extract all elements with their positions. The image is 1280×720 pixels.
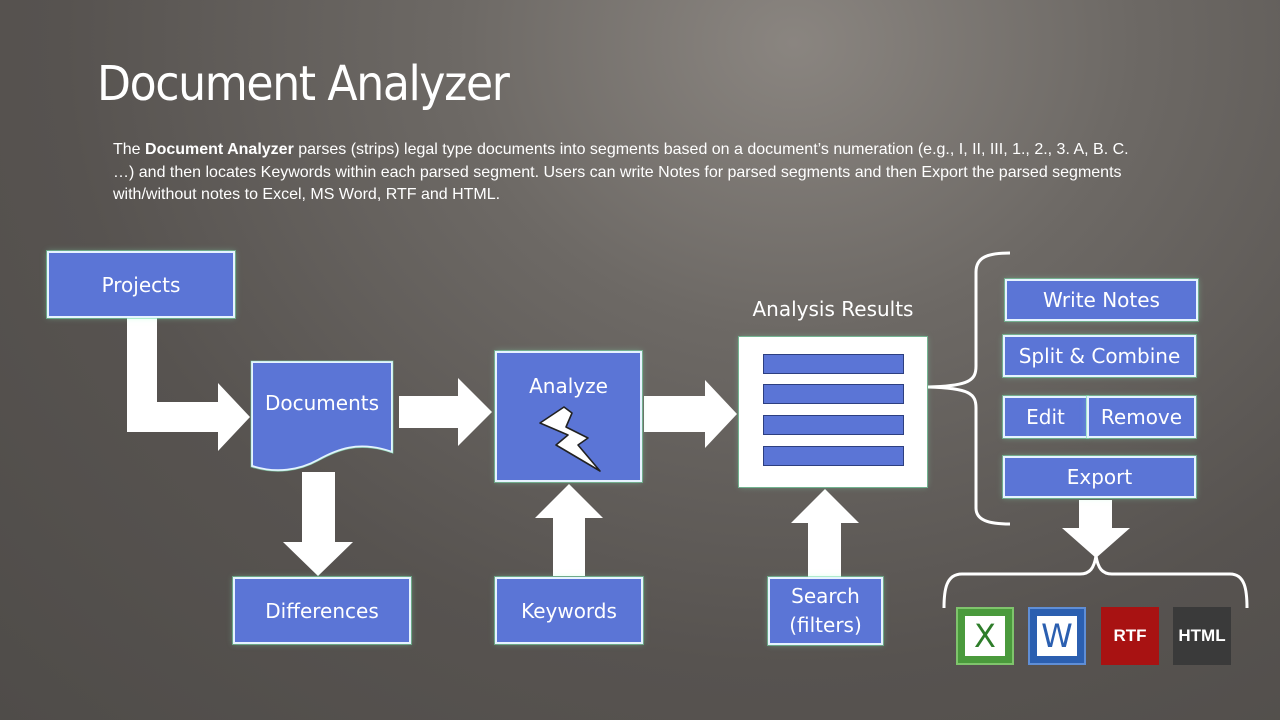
lightning-bolt-icon bbox=[539, 406, 601, 472]
split-combine-button[interactable]: Split & Combine bbox=[1003, 335, 1196, 377]
search-filters-box[interactable]: Search (filters) bbox=[768, 577, 883, 645]
search-label: Search bbox=[791, 584, 860, 608]
excel-icon[interactable]: X bbox=[956, 607, 1014, 665]
analysis-results-label: Analysis Results bbox=[752, 297, 914, 321]
write-notes-button[interactable]: Write Notes bbox=[1005, 279, 1198, 321]
analysis-results-panel[interactable] bbox=[739, 337, 927, 487]
documents-label[interactable]: Documents bbox=[264, 391, 380, 415]
actions-brace bbox=[927, 251, 1011, 526]
description-rest: parses (strips) legal type documents int… bbox=[113, 141, 1129, 203]
result-row[interactable] bbox=[763, 415, 904, 435]
formats-brace bbox=[942, 555, 1249, 609]
slide-title: Document Analyzer bbox=[97, 56, 510, 112]
documents-shape bbox=[251, 361, 393, 472]
word-icon-letter: W bbox=[1037, 616, 1077, 656]
arrow-documents-to-differences bbox=[283, 472, 353, 576]
arrow-documents-to-analyze bbox=[399, 378, 492, 446]
arrow-projects-to-documents bbox=[127, 318, 250, 451]
word-icon[interactable]: W bbox=[1028, 607, 1086, 665]
documents-shape-glow bbox=[250, 360, 394, 472]
differences-box[interactable]: Differences bbox=[233, 577, 411, 644]
projects-box[interactable]: Projects bbox=[47, 251, 235, 318]
html-icon[interactable]: HTML bbox=[1173, 607, 1231, 665]
description-bold: Document Analyzer bbox=[145, 141, 294, 158]
slide-description: The Document Analyzer parses (strips) le… bbox=[113, 139, 1133, 207]
html-icon-label: HTML bbox=[1178, 626, 1226, 645]
excel-icon-letter: X bbox=[965, 616, 1005, 656]
arrow-actions-to-formats bbox=[1062, 500, 1130, 558]
arrow-keywords-to-analyze bbox=[535, 484, 603, 576]
description-prefix: The bbox=[113, 141, 146, 158]
remove-button[interactable]: Remove bbox=[1087, 396, 1196, 438]
edit-button[interactable]: Edit bbox=[1003, 396, 1088, 438]
rtf-icon-label: RTF bbox=[1113, 626, 1147, 645]
filters-label: (filters) bbox=[789, 613, 862, 637]
arrow-analyze-to-results bbox=[644, 380, 737, 448]
arrow-search-to-results bbox=[791, 489, 859, 577]
result-row[interactable] bbox=[763, 384, 904, 404]
keywords-box[interactable]: Keywords bbox=[495, 577, 643, 644]
result-row[interactable] bbox=[763, 446, 904, 466]
result-row[interactable] bbox=[763, 354, 904, 374]
rtf-icon[interactable]: RTF bbox=[1101, 607, 1159, 665]
analyze-label: Analyze bbox=[529, 374, 608, 398]
export-button[interactable]: Export bbox=[1003, 456, 1196, 498]
